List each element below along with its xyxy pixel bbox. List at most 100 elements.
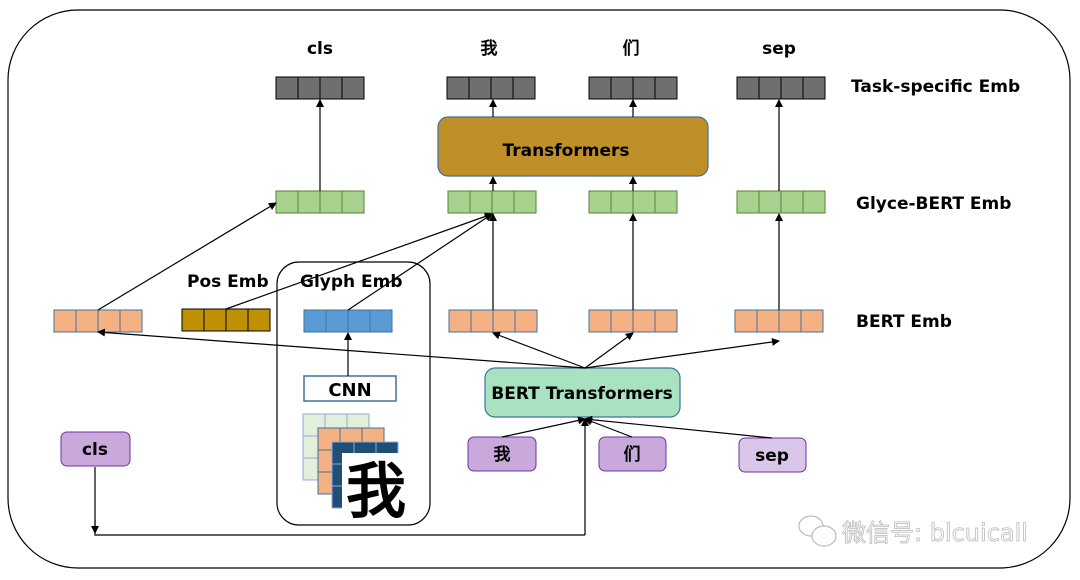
outer-frame (7, 9, 1071, 569)
cls-glyce-arrow (97, 202, 277, 311)
glyph-character: 我 (346, 457, 406, 527)
input-token-cls: cls (82, 440, 108, 460)
glyph-emb-cell (347, 309, 371, 333)
glyph-emb-cell (303, 309, 327, 333)
bert-emb-cell (654, 309, 678, 333)
task-specific-emb-vector (736, 76, 826, 100)
bert-emb-cell (97, 309, 121, 333)
bert-emb-cell (610, 309, 634, 333)
task-specific-emb-cell (780, 76, 804, 100)
glyce-bert-emb-cell (780, 190, 804, 214)
glyph-image (342, 453, 410, 521)
pos-emb-cell (247, 308, 271, 332)
bert-emb-cell (588, 309, 612, 333)
glyce-bert-emb-cell (513, 190, 537, 214)
task-specific-emb-cell (275, 76, 299, 100)
bert-emb-cell (632, 309, 656, 333)
bert-emb-vector (53, 309, 143, 333)
output-token-cls: cls (307, 39, 333, 59)
wo-arrow (501, 416, 586, 438)
task-specific-emb-cell (632, 76, 656, 100)
glyph-module-box (276, 261, 431, 526)
task-specific-emb-cell (802, 76, 826, 100)
bert-emb-cell (53, 309, 77, 333)
task-specific-emb-cell (758, 76, 782, 100)
pos-emb-cell (203, 308, 227, 332)
glyce-bert-emb-label: Glyce-BERT Emb (856, 194, 1011, 214)
glyph-glyce-arrow (347, 213, 493, 311)
glyce-bert-emb-cell (341, 190, 365, 214)
task-specific-emb-cell (588, 76, 612, 100)
input-token-sep: sep (755, 446, 789, 466)
sep-arrow (584, 415, 773, 439)
glyph-emb-cell (369, 309, 393, 333)
bert-emb-cell (514, 309, 538, 333)
bert-emb-cell (778, 309, 802, 333)
task-specific-emb-vector (588, 76, 678, 100)
cls-path (94, 467, 585, 536)
bert-emb-cell (75, 309, 99, 333)
bt-to-wo-arrow (492, 331, 586, 369)
glyce-bert-emb-cell (469, 190, 493, 214)
task-specific-emb-cell (297, 76, 321, 100)
bert-emb-cell (492, 309, 516, 333)
task-specific-emb-cell (319, 76, 343, 100)
cnn-label: CNN (328, 380, 371, 401)
glyce-bert-emb-cell (491, 190, 515, 214)
task-specific-emb-label: Task-specific Emb (851, 77, 1020, 97)
bert-emb-cell (734, 309, 758, 333)
men-arrow (584, 417, 633, 438)
task-specific-emb-cell (736, 76, 760, 100)
bert-emb-label: BERT Emb (856, 312, 952, 332)
output-token-sep: sep (762, 39, 796, 59)
watermark: 微信号: blcuicall (842, 519, 1028, 547)
bert-emb-vector (734, 309, 824, 333)
task-specific-emb-cell (341, 76, 365, 100)
transformers-box (437, 116, 709, 177)
arrows (91, 99, 783, 536)
task-specific-emb-cell (468, 76, 492, 100)
glyce-bert-emb-vector (588, 190, 678, 214)
output-token-wo: 我 (481, 39, 498, 59)
glyce-bert-emb-cell (319, 190, 343, 214)
glyce-bert-emb-cell (447, 190, 471, 214)
task-specific-emb-cell (490, 76, 514, 100)
task-specific-emb-cell (610, 76, 634, 100)
glyph-emb-label: Glyph Emb (300, 272, 403, 292)
glyce-bert-emb-cell (736, 190, 760, 214)
pos-emb-vector (181, 308, 271, 332)
pos-glyce-arrow (225, 212, 493, 310)
pos-emb-cell (225, 308, 249, 332)
task-specific-emb-vector (446, 76, 536, 100)
bert-emb-cell (470, 309, 494, 333)
input-token-men-box (598, 436, 667, 472)
glyce-bert-emb-vector (736, 190, 826, 214)
task-specific-emb-cell (654, 76, 678, 100)
glyce-bert-emb-cell (588, 190, 612, 214)
bert-emb-cell (800, 309, 824, 333)
wechat-icon (798, 515, 837, 547)
glyce-bert-emb-cell (654, 190, 678, 214)
bert-emb-cell (756, 309, 780, 333)
task-specific-emb-vector (275, 76, 365, 100)
glyce-bert-emb-cell (297, 190, 321, 214)
glyph-emb-cell (325, 309, 349, 333)
output-token-men: 们 (623, 38, 640, 59)
bert-emb-vector (588, 309, 678, 333)
bt-to-cls-arrow (97, 328, 586, 369)
bert-emb-vector (448, 309, 538, 333)
cnn-box (303, 375, 397, 402)
glyce-bert-emb-cell (275, 190, 299, 214)
bert-transformers-label: BERT Transformers (491, 384, 672, 404)
task-specific-emb-cell (446, 76, 470, 100)
transformers-label: Transformers (502, 141, 629, 161)
input-token-men: 们 (624, 444, 641, 465)
bert-emb-cell (448, 309, 472, 333)
task-specific-emb-cell (512, 76, 536, 100)
bt-to-men-arrow (584, 332, 634, 369)
glyph-emb-vector (303, 309, 393, 333)
glyce-bert-emb-vector (275, 190, 365, 214)
bert-emb-cell (119, 309, 143, 333)
glyce-bert-emb-cell (610, 190, 634, 214)
input-token-cls-box (60, 431, 131, 467)
